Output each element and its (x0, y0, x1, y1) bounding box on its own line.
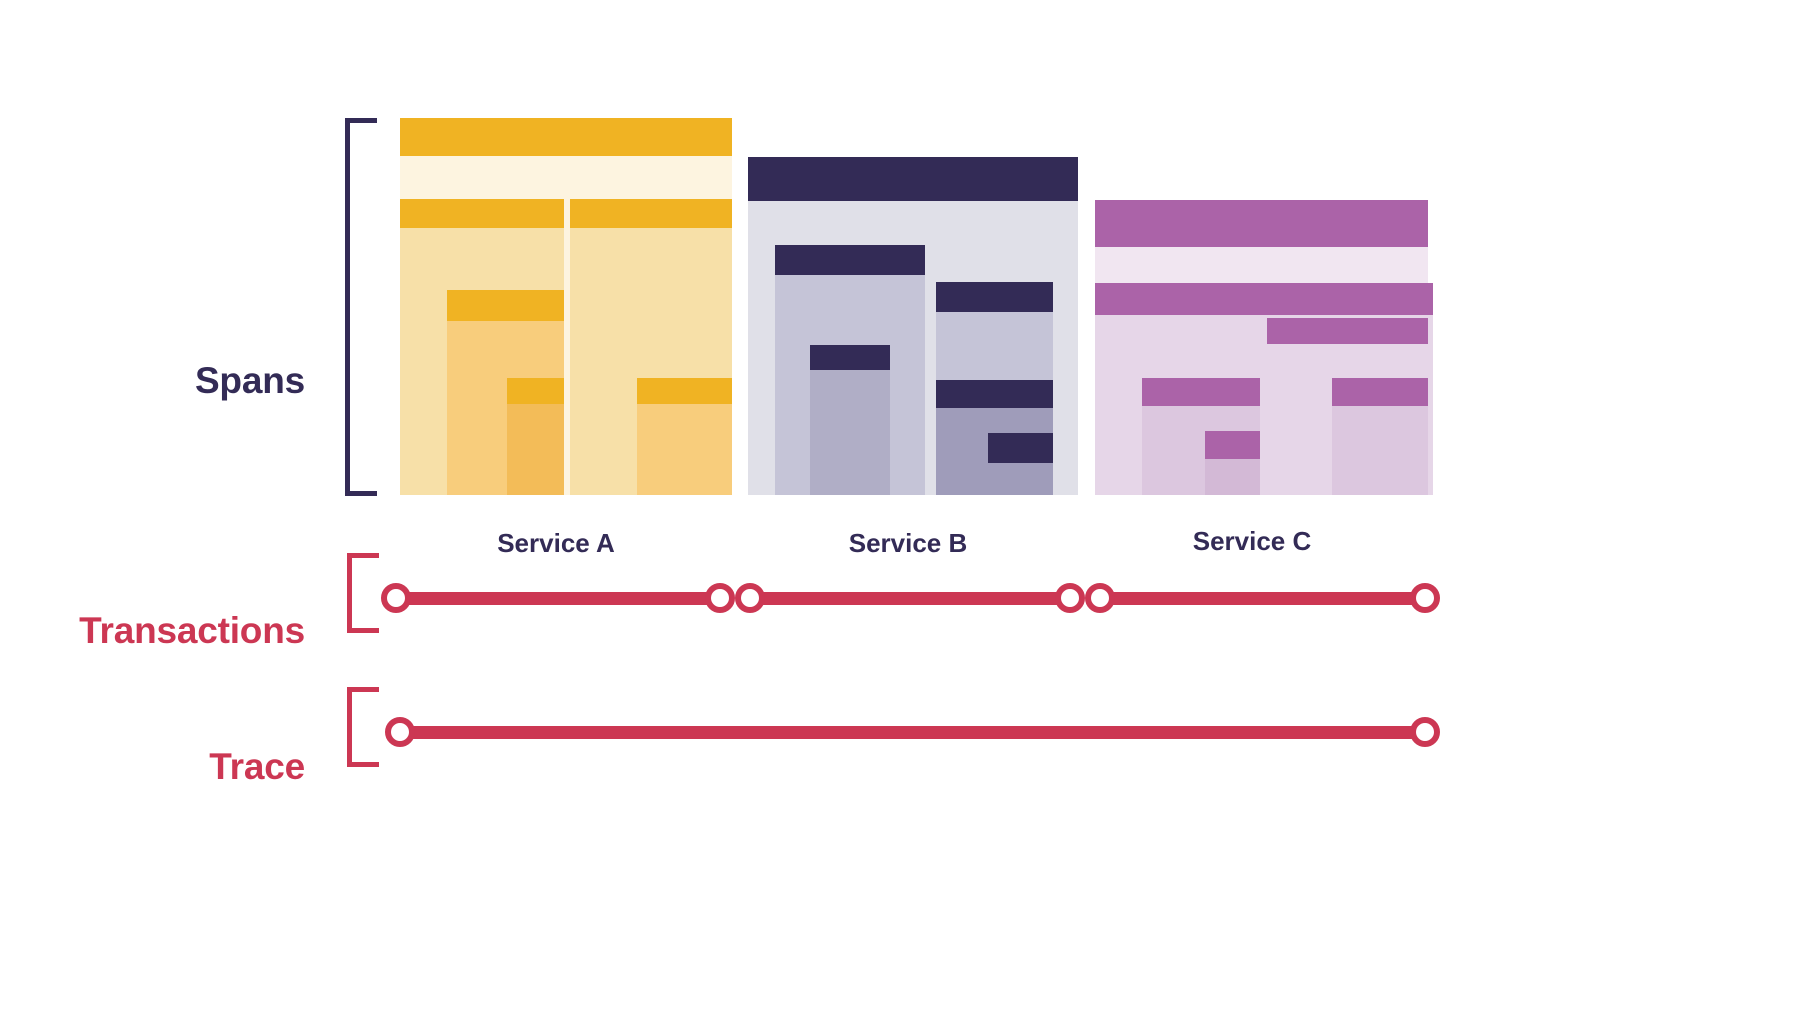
trace-row-label: Trace (209, 746, 305, 787)
transaction-3-line[interactable] (1100, 592, 1425, 605)
transaction-1-end-node[interactable] (705, 583, 735, 613)
span-head (775, 245, 925, 275)
bracket-top-arm (347, 553, 379, 558)
bracket-top-arm (345, 118, 377, 123)
span-bar-c-child-5[interactable] (1205, 431, 1260, 495)
trace-bracket (347, 687, 379, 767)
service-caption-2: Service B (848, 528, 968, 558)
span-head (936, 380, 1053, 408)
span-body (1205, 459, 1260, 495)
bracket-bottom-arm (347, 762, 379, 767)
span-body (1332, 406, 1428, 495)
bracket-spine (345, 118, 350, 496)
spans-bracket (345, 118, 377, 496)
bracket-spine (347, 687, 352, 767)
span-body (507, 404, 564, 495)
span-bar-a-child-5[interactable] (637, 378, 732, 495)
span-head (1205, 431, 1260, 459)
span-head (936, 282, 1053, 312)
bracket-bottom-arm (345, 491, 377, 496)
span-head (570, 199, 732, 228)
span-head (988, 433, 1053, 463)
trace-end-node[interactable] (1410, 717, 1440, 747)
transaction-2-line[interactable] (750, 592, 1070, 605)
span-head (1332, 378, 1428, 406)
trace-timeline (0, 0, 1800, 747)
span-body (810, 370, 890, 495)
trace-start-node[interactable] (385, 717, 415, 747)
span-head (637, 378, 732, 404)
spans-chart-area (400, 118, 1433, 495)
service-caption-3: Service C (1192, 526, 1312, 556)
span-bar-c-child-4[interactable] (1332, 378, 1428, 495)
bracket-bottom-arm (347, 628, 379, 633)
transactions-bracket (347, 553, 379, 633)
span-head (1267, 318, 1428, 344)
service-caption-1: Service A (497, 528, 615, 558)
span-head (1095, 200, 1428, 247)
span-body (988, 463, 1053, 495)
span-bar-b-child-2[interactable] (810, 345, 890, 495)
bracket-spine (347, 553, 352, 633)
span-head (810, 345, 890, 370)
trace-line[interactable] (400, 726, 1425, 739)
span-head (748, 157, 1078, 201)
span-head (447, 290, 564, 321)
span-body (637, 404, 732, 495)
transaction-2-start-node[interactable] (735, 583, 765, 613)
span-head (400, 199, 564, 228)
spans-row-label: Spans (194, 360, 305, 401)
span-head (1142, 378, 1260, 406)
transaction-1-start-node[interactable] (381, 583, 411, 613)
transaction-3-end-node[interactable] (1410, 583, 1440, 613)
transaction-3-start-node[interactable] (1085, 583, 1115, 613)
bracket-top-arm (347, 687, 379, 692)
span-head (507, 378, 564, 404)
transaction-2-end-node[interactable] (1055, 583, 1085, 613)
span-head (400, 118, 732, 156)
transaction-1-line[interactable] (396, 592, 720, 605)
transactions-row-label: Transactions (79, 610, 305, 651)
span-bar-a-child-4[interactable] (507, 378, 564, 495)
transactions-timeline (0, 0, 1800, 613)
span-head (1095, 283, 1433, 315)
span-bar-b-child-5[interactable] (988, 433, 1053, 495)
